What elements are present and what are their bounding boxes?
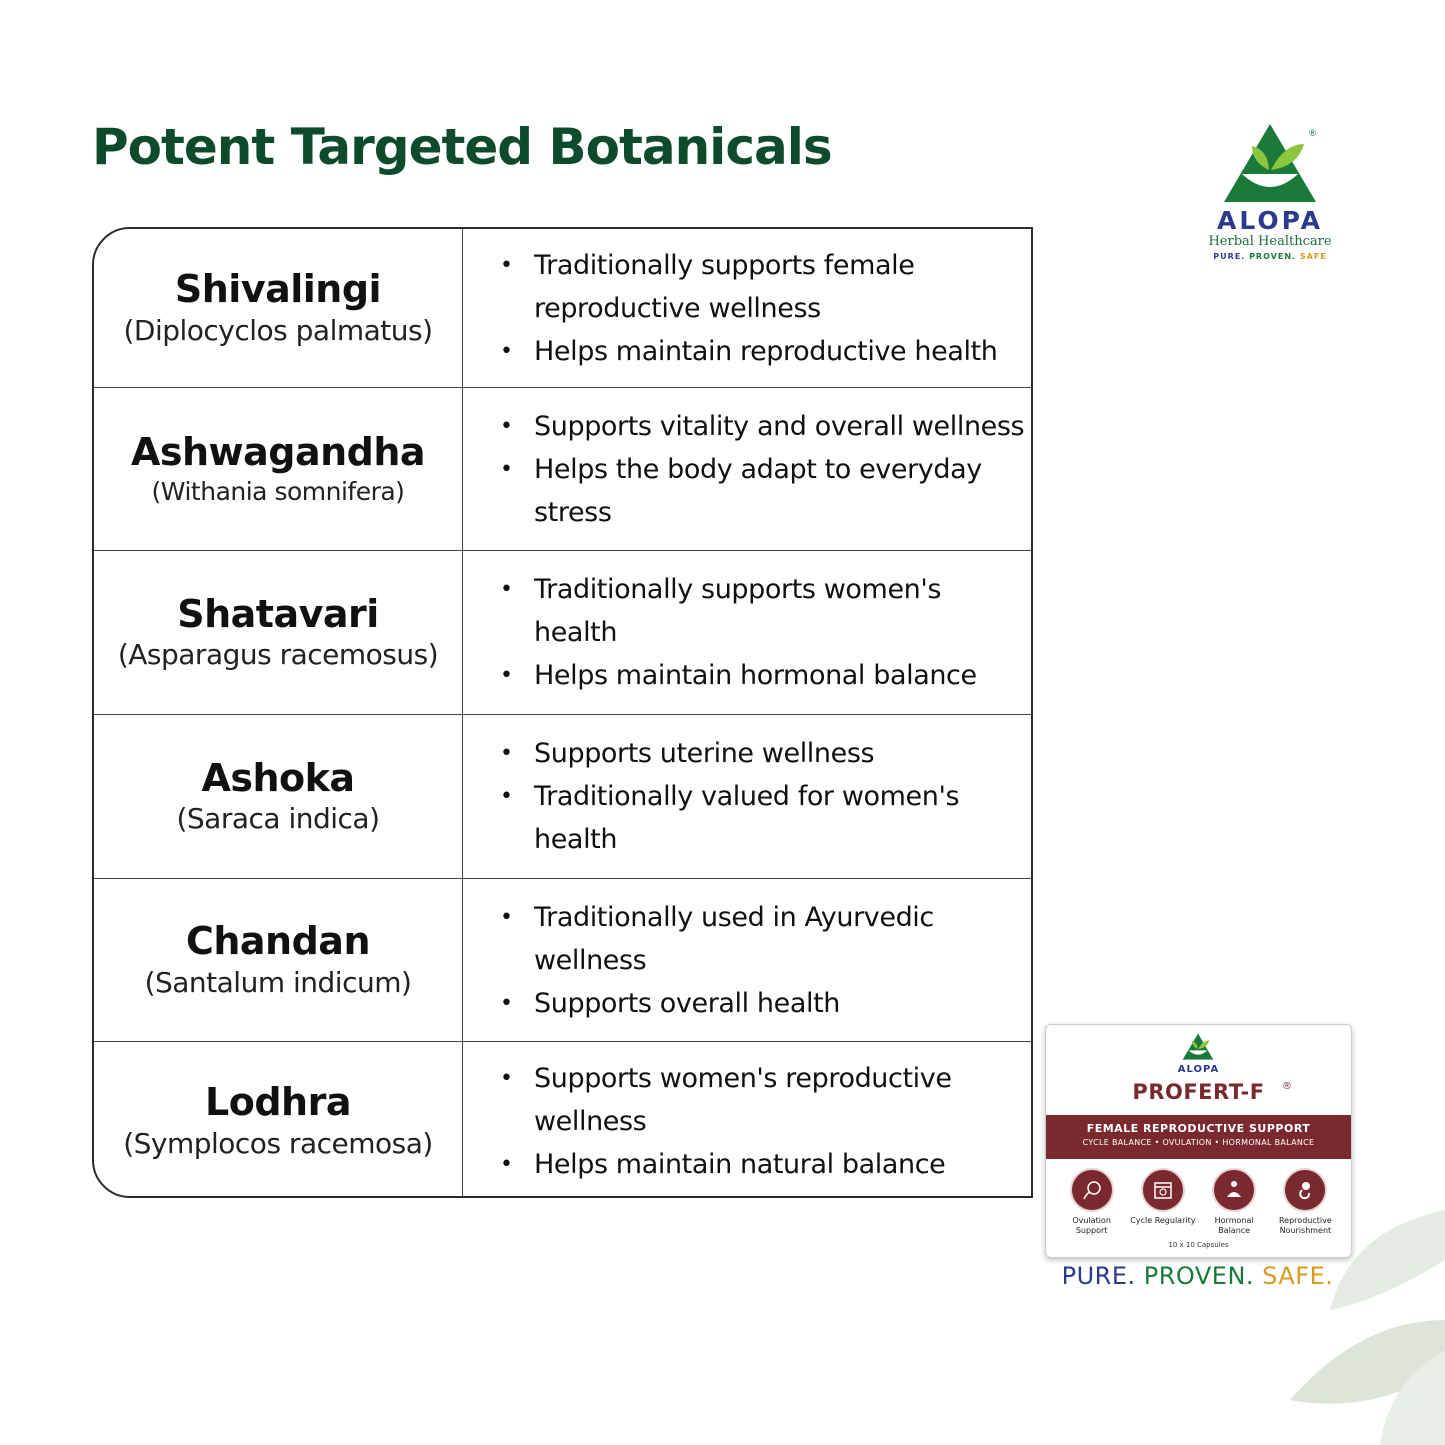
logo-brand: ALOPA [1216, 206, 1323, 235]
page-title: Potent Targeted Botanicals [92, 118, 833, 176]
herb-cell: Lodhra (Symplocos racemosa) [94, 1042, 463, 1196]
benefit-item: Supports women's reproductive wellness [500, 1057, 1025, 1143]
leaf-triangle-icon: ® [1224, 124, 1317, 202]
product-feature: Cycle Regularity [1130, 1168, 1196, 1236]
svg-text:®: ® [1308, 129, 1317, 139]
benefits-cell: Traditionally used in Ayurvedic wellness… [462, 879, 1031, 1041]
capsule-count: 10 x 10 Capsules [1168, 1241, 1229, 1249]
botanicals-table: Shivalingi (Diplocyclos palmatus) Tradit… [92, 227, 1033, 1198]
feature-label: Cycle Regularity [1130, 1216, 1196, 1225]
herb-latin-name: (Santalum indicum) [144, 965, 412, 999]
leaf-decoration-icon [1290, 1210, 1445, 1445]
feature-label: Hormonal Balance [1214, 1216, 1254, 1235]
feature-label: Ovulation Support [1072, 1216, 1111, 1235]
registered-mark: ® [1282, 1081, 1292, 1092]
ovulation-icon [1069, 1168, 1114, 1212]
benefit-item: Supports uterine wellness [500, 732, 1025, 775]
herb-latin-name: (Asparagus racemosus) [117, 638, 439, 672]
product-name: PROFERT-F [1132, 1080, 1265, 1104]
benefit-item: Traditionally supports women's health [500, 568, 1025, 654]
herb-cell: Shivalingi (Diplocyclos palmatus) [94, 229, 463, 387]
product-feature: Ovulation Support [1059, 1168, 1125, 1236]
herb-latin-name: (Withania somnifera) [151, 476, 405, 506]
herb-name: Shivalingi [174, 267, 382, 311]
herb-cell: Shatavari (Asparagus racemosus) [94, 551, 463, 714]
table-row: Lodhra (Symplocos racemosa) Supports wom… [94, 1041, 1031, 1196]
calendar-icon [1140, 1168, 1185, 1212]
herb-name: Chandan [185, 919, 371, 963]
product-band: FEMALE REPRODUCTIVE SUPPORT CYCLE BALANC… [1046, 1115, 1351, 1159]
herb-cell: Ashoka (Saraca indica) [94, 715, 463, 878]
benefits-cell: Traditionally supports women's health He… [462, 551, 1031, 714]
herb-latin-name: (Saraca indica) [176, 802, 380, 836]
herb-cell: Chandan (Santalum indicum) [94, 879, 463, 1041]
herb-name: Ashwagandha [130, 429, 426, 474]
product-band-title: FEMALE REPRODUCTIVE SUPPORT [1086, 1122, 1311, 1135]
benefit-item: Helps maintain natural balance [500, 1143, 1025, 1186]
product-box: ALOPA PROFERT-F ® FEMALE REPRODUCTIVE SU… [1045, 1024, 1352, 1258]
benefit-item: Traditionally supports female reproducti… [500, 244, 1025, 330]
table-row: Chandan (Santalum indicum) Traditionally… [94, 878, 1031, 1041]
benefits-cell: Supports women's reproductive wellness H… [462, 1042, 1031, 1196]
product-icons: Ovulation Support Cycle Regularity Hormo… [1046, 1168, 1351, 1236]
herb-name: Ashoka [201, 755, 355, 800]
herb-name: Lodhra [205, 1080, 351, 1124]
benefit-item: Traditionally valued for women's health [500, 775, 1025, 861]
product-band-subtitle: CYCLE BALANCE • OVULATION • HORMONAL BAL… [1082, 1138, 1315, 1147]
fetus-icon [1283, 1168, 1328, 1212]
benefit-item: Supports vitality and overall wellness [500, 405, 1025, 448]
herb-latin-name: (Diplocyclos palmatus) [123, 313, 433, 347]
benefits-cell: Supports vitality and overall wellness H… [462, 388, 1031, 550]
slogan: PURE. PROVEN. SAFE. [1061, 1262, 1334, 1290]
herb-latin-name: (Symplocos racemosa) [123, 1126, 433, 1160]
herb-name: Shatavari [177, 591, 379, 636]
benefit-item: Traditionally used in Ayurvedic wellness [500, 896, 1025, 982]
table-row: Ashoka (Saraca indica) Supports uterine … [94, 714, 1031, 878]
product-feature: Hormonal Balance [1201, 1168, 1267, 1236]
logo-tagline: PURE. PROVEN. SAFE [1213, 252, 1327, 261]
table-row: Shatavari (Asparagus racemosus) Traditio… [94, 550, 1031, 714]
benefits-cell: Supports uterine wellness Traditionally … [462, 715, 1031, 878]
meditation-icon [1212, 1168, 1257, 1212]
alopa-logo: ® ALOPA Herbal Healthcare PURE. PROVEN. … [1200, 118, 1340, 268]
table-row: Ashwagandha (Withania somnifera) Support… [94, 387, 1031, 550]
benefit-item: Helps the body adapt to everyday stress [500, 448, 1025, 534]
product-brand: ALOPA [1177, 1064, 1220, 1075]
feature-label: Reproductive Nourishment [1278, 1216, 1332, 1235]
benefit-item: Supports overall health [500, 982, 1025, 1025]
product-feature: Reproductive Nourishment [1272, 1168, 1338, 1236]
logo-subtitle: Herbal Healthcare [1208, 234, 1332, 249]
alopa-mini-logo-icon [1182, 1033, 1214, 1060]
benefit-item: Helps maintain hormonal balance [500, 654, 1025, 697]
benefits-cell: Traditionally supports female reproducti… [462, 229, 1031, 387]
benefit-item: Helps maintain reproductive health [500, 330, 1025, 373]
herb-cell: Ashwagandha (Withania somnifera) [94, 388, 463, 550]
table-row: Shivalingi (Diplocyclos palmatus) Tradit… [94, 229, 1031, 387]
